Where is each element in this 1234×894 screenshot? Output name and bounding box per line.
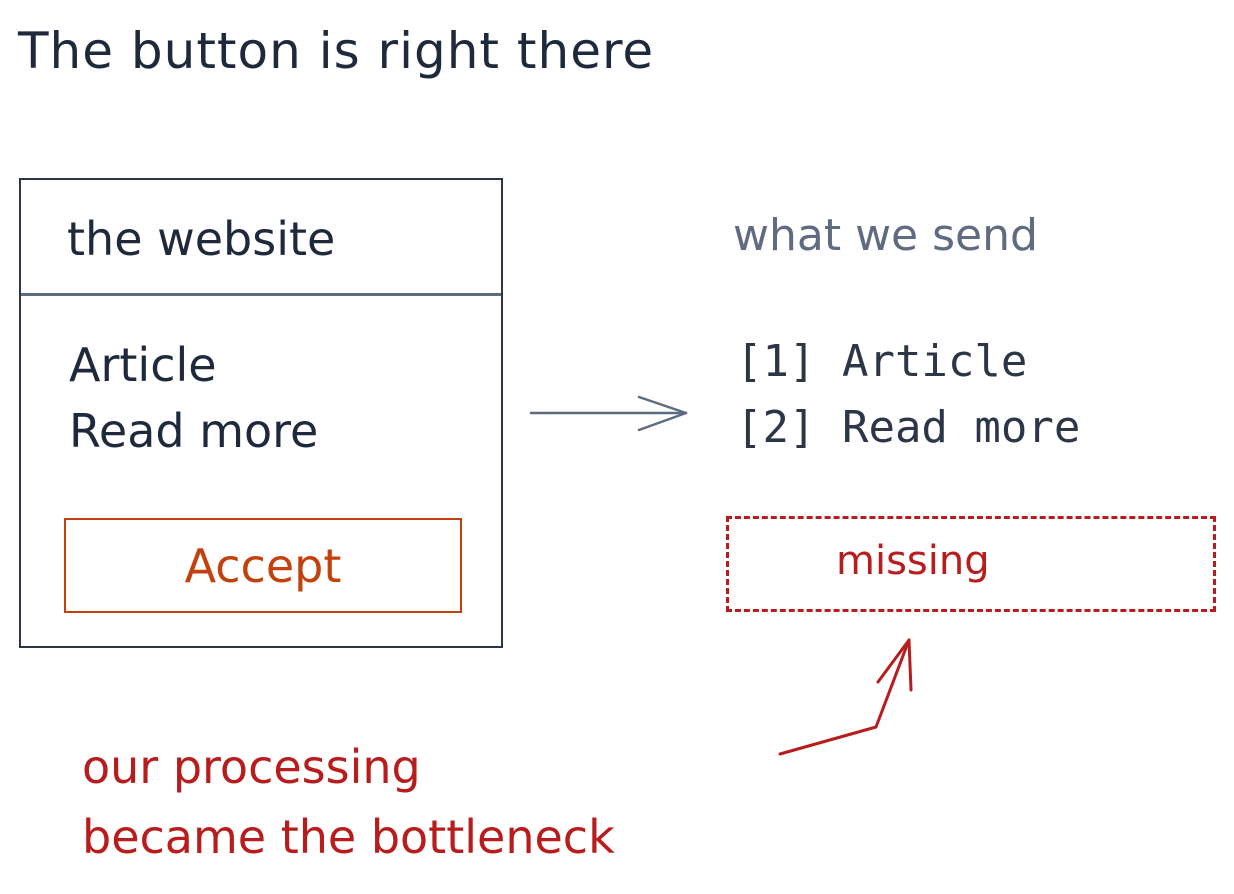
note-line-1: our processing bbox=[82, 740, 421, 794]
what-we-send-label: what we send bbox=[733, 210, 1038, 261]
website-header: the website bbox=[21, 180, 501, 296]
website-content-read-more: Read more bbox=[69, 404, 319, 458]
arrow-to-sent-icon bbox=[529, 395, 688, 432]
website-content-article: Article bbox=[69, 338, 217, 392]
page-title: The button is right there bbox=[18, 22, 655, 80]
sent-item-article: [1] Article bbox=[736, 336, 1028, 387]
sent-item-read-more: [2] Read more bbox=[736, 402, 1081, 453]
missing-element-box bbox=[726, 516, 1216, 612]
website-mockup: the website Article Read more Accept bbox=[19, 178, 503, 648]
accept-button[interactable]: Accept bbox=[64, 518, 462, 613]
arrow-to-missing-icon bbox=[778, 638, 913, 756]
note-line-2: became the bottleneck bbox=[82, 810, 615, 864]
missing-label: missing bbox=[836, 538, 990, 584]
website-title: the website bbox=[67, 212, 336, 266]
